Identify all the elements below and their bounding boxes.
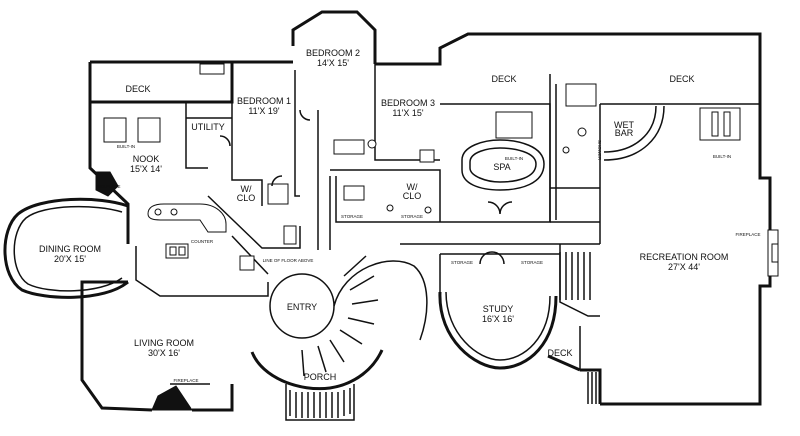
entry-name: ENTRY bbox=[287, 302, 317, 312]
wic-a-line1: W/ bbox=[241, 184, 252, 194]
deck-mid-name: DECK bbox=[491, 74, 516, 84]
wet-bar-line1: WET bbox=[614, 120, 634, 130]
bedroom-3-name: BEDROOM 3 bbox=[381, 98, 435, 108]
stairs bbox=[559, 252, 597, 404]
wet-bar-counter bbox=[603, 105, 665, 161]
recreation-room-name: RECREATION ROOM bbox=[640, 252, 729, 262]
exterior-walls bbox=[80, 10, 772, 412]
living-fireplace bbox=[151, 383, 210, 411]
counter-note: COUNTER bbox=[191, 239, 214, 244]
fireplace-living-note: FIREPLACE bbox=[173, 378, 198, 383]
bedroom-1-name: BEDROOM 1 bbox=[237, 96, 291, 106]
nook-fireplace bbox=[95, 171, 119, 197]
deck-left-name: DECK bbox=[125, 84, 150, 94]
living-room-size: 30'X 16' bbox=[148, 348, 180, 358]
porch-name: PORCH bbox=[304, 372, 337, 382]
nook-size: 15'X 14' bbox=[130, 164, 162, 174]
line-of-floor-note: LINE OF FLOOR ABOVE bbox=[263, 258, 314, 263]
bedroom-2-size: 14'X 15' bbox=[317, 58, 349, 68]
dining-room-size: 20'X 15' bbox=[54, 254, 86, 264]
fireplace-nook-note: FIREPLACE bbox=[95, 184, 120, 189]
deck-right-name: DECK bbox=[669, 74, 694, 84]
built-in-note-2: BUILT-IN bbox=[713, 154, 731, 159]
shower-note: SHOWER bbox=[597, 140, 602, 161]
study-size: 16'X 16' bbox=[482, 314, 514, 324]
nook-name: NOOK bbox=[133, 154, 160, 164]
bedroom-3-size: 11'X 15' bbox=[392, 108, 424, 118]
deck-small-name: DECK bbox=[547, 348, 572, 358]
wic-b-line1: W/ bbox=[407, 182, 418, 192]
storage-note-4: STORAGE bbox=[521, 260, 543, 265]
wic-b-line2: CLO bbox=[403, 191, 422, 201]
spa-name: SPA bbox=[493, 162, 510, 172]
doors bbox=[219, 109, 513, 265]
storage-note-3: STORAGE bbox=[451, 260, 473, 265]
storage-note-2: STORAGE bbox=[401, 214, 423, 219]
kitchen-fixtures bbox=[147, 203, 255, 271]
recreation-room-size: 27'X 44' bbox=[668, 262, 700, 272]
dining-room-name: DINING ROOM bbox=[39, 244, 101, 254]
storage-note-1: STORAGE bbox=[341, 214, 363, 219]
study-shape bbox=[438, 291, 558, 370]
wet-bar-line2: BAR bbox=[615, 128, 634, 138]
rec-fireplace bbox=[767, 229, 779, 277]
built-in-note-3: BUILT-IN bbox=[505, 156, 523, 161]
living-room-name: LIVING ROOM bbox=[134, 338, 194, 348]
utility-name: UTILITY bbox=[191, 122, 225, 132]
porch-steps bbox=[285, 384, 355, 421]
beds bbox=[103, 107, 741, 143]
bedroom-2-name: BEDROOM 2 bbox=[306, 48, 360, 58]
bedroom-1-size: 11'X 19' bbox=[248, 106, 280, 116]
fireplace-rec-note: FIREPLACE bbox=[735, 232, 760, 237]
study-name: STUDY bbox=[483, 304, 514, 314]
wic-a-line2: CLO bbox=[237, 193, 256, 203]
plan-notes: FIREPLACE FIREPLACE FIREPLACE LINE OF FL… bbox=[95, 140, 760, 383]
built-in-note-1: BUILT-IN bbox=[117, 144, 135, 149]
bath-fixtures bbox=[199, 63, 597, 245]
dining-room-shape bbox=[3, 197, 129, 299]
entry-shape bbox=[250, 255, 428, 391]
room-labels: BEDROOM 2 14'X 15' BEDROOM 1 11'X 19' BE… bbox=[39, 48, 728, 382]
spa-pool bbox=[461, 139, 545, 191]
